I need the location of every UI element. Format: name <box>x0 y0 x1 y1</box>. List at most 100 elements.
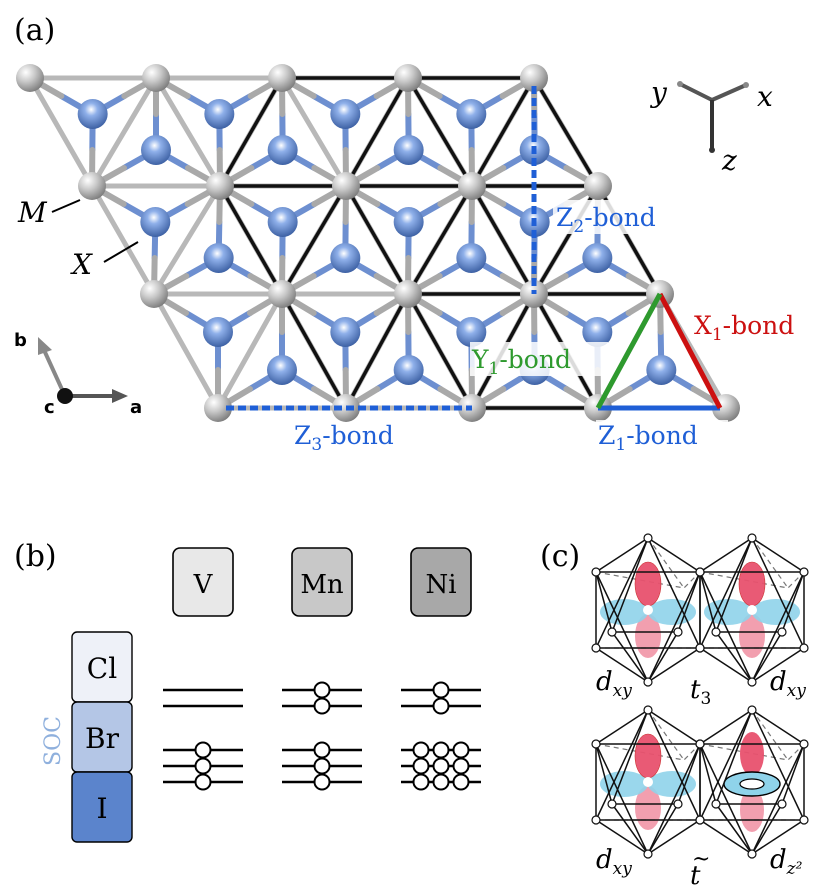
edge <box>647 709 701 821</box>
halogen-atom <box>330 99 361 129</box>
z3-bond-label: Z3-bond <box>294 421 394 455</box>
metal-atom <box>142 64 170 92</box>
metal-atom-label: M <box>17 196 48 229</box>
highlighted-bond <box>218 184 284 296</box>
electron <box>194 741 212 759</box>
halogen-atom <box>456 99 487 129</box>
y1-bond <box>595 292 663 410</box>
highlighted-bond <box>406 292 474 410</box>
energy-level-diagrams <box>163 681 481 791</box>
metal-box-bg <box>291 547 353 617</box>
edge <box>595 571 613 633</box>
metal-atom <box>458 172 486 200</box>
metal-label-pointer <box>51 199 81 213</box>
halogen-box-cl: Cl <box>71 631 133 703</box>
ligand-vertex <box>747 849 757 859</box>
edge <box>699 709 753 745</box>
highlighted-bond <box>406 184 474 296</box>
ligand-vertex <box>777 627 787 637</box>
ligand-vertex <box>643 533 653 543</box>
ligand-vertex <box>643 705 653 715</box>
edge <box>751 709 805 745</box>
svg-text:Y1-bond: Y1-bond <box>471 345 571 379</box>
edge <box>647 537 701 573</box>
edge <box>699 537 753 649</box>
ligand-vertex <box>799 643 809 653</box>
crystal-axes: b c a <box>14 330 142 418</box>
axis-a-label: a <box>130 397 142 418</box>
octahedron-dxy <box>591 533 705 687</box>
ligand-vertex <box>695 643 705 653</box>
edge <box>699 571 717 633</box>
halogen-atom <box>393 207 424 237</box>
halogen-symbol: Br <box>85 722 120 755</box>
orbital-lobe <box>635 614 661 658</box>
ligand-vertex <box>799 739 809 749</box>
octahedron-dz2 <box>695 705 809 859</box>
edge <box>715 631 753 683</box>
edge <box>715 803 753 855</box>
metal-atom <box>584 172 612 200</box>
electron <box>452 741 470 759</box>
svg-text:dxy: dxy <box>770 667 806 701</box>
ligand-vertex <box>591 739 601 749</box>
metal-metal-bond <box>215 291 285 411</box>
edge <box>715 709 753 805</box>
panel-label-a: (a) <box>14 13 55 48</box>
halogen-atom <box>204 99 235 129</box>
edge <box>595 537 649 649</box>
metal-metal-bond <box>279 75 349 189</box>
metal-metal-bond <box>153 75 223 189</box>
edge <box>595 819 649 855</box>
orbital-labels-top: dxy t3 dxy <box>596 667 806 709</box>
panel-label-c: (c) <box>540 539 580 574</box>
electron <box>432 681 450 699</box>
ligand-vertex <box>607 627 617 637</box>
halogen-box-bg <box>71 771 133 843</box>
hidden-edge <box>699 743 805 761</box>
ligand-vertex <box>799 815 809 825</box>
edge <box>677 743 701 805</box>
metal-atom <box>206 172 234 200</box>
metal-metal-bond <box>151 183 223 297</box>
metal-symbol: Mn <box>300 570 344 600</box>
metal-box-bg <box>172 547 234 617</box>
highlighted-bond <box>344 184 410 296</box>
halogen-atom <box>141 135 171 165</box>
electron <box>432 697 450 715</box>
ligand-vertex <box>777 799 787 809</box>
ligand-vertex <box>591 815 601 825</box>
orbital-center <box>643 605 653 615</box>
z1-bond-label: Z1-bond <box>596 420 728 455</box>
orbital-lobe <box>635 786 661 830</box>
metal-atom <box>16 64 44 92</box>
orbital-lobe <box>739 562 765 606</box>
axis-y-label: y <box>649 76 668 109</box>
edge <box>699 647 753 683</box>
ligand-vertex <box>591 643 601 653</box>
electron <box>432 757 450 775</box>
edge <box>647 647 701 683</box>
ligand-vertex <box>695 815 705 825</box>
ligand-vertex <box>799 567 809 577</box>
octahedron-dxy <box>591 705 705 859</box>
highlighted-bond <box>344 292 410 410</box>
edge <box>751 819 805 855</box>
edge <box>699 743 717 805</box>
axis-x-label: x <box>757 80 773 113</box>
edge <box>781 743 805 805</box>
hidden-edge <box>751 709 789 761</box>
halogen-atom <box>203 317 233 347</box>
edge <box>647 819 701 855</box>
highlighted-bond <box>280 184 348 296</box>
svg-text:dxy: dxy <box>596 667 632 701</box>
edge <box>647 743 701 855</box>
halogen-atom <box>456 317 487 347</box>
electron <box>313 741 331 759</box>
edge <box>699 571 753 683</box>
orbital-lobe <box>635 734 661 778</box>
highlighted-bond <box>218 76 284 188</box>
halogen-box-i: I <box>71 771 133 843</box>
